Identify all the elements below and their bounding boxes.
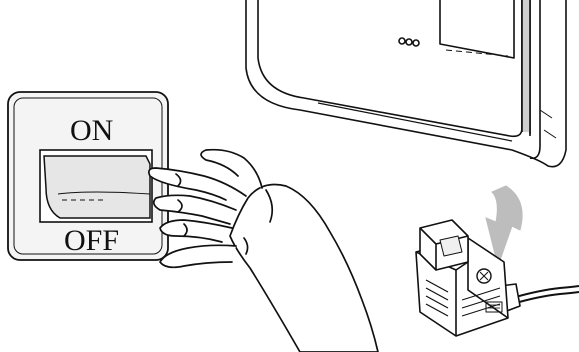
switch-off-label: OFF bbox=[64, 224, 119, 257]
wall-unit-icon bbox=[246, 0, 566, 167]
hand-icon bbox=[149, 150, 378, 352]
switch-on-label: ON bbox=[70, 114, 113, 147]
power-switch-icon: ON OFF bbox=[8, 92, 168, 260]
